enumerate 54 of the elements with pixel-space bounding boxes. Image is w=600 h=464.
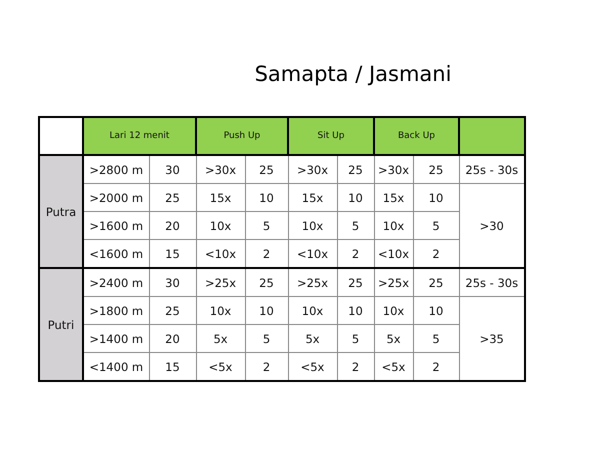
table-cell: >30x [288, 155, 337, 184]
table-cell: 20 [149, 212, 196, 240]
table-cell: >25x [374, 268, 413, 296]
table-cell: >30x [374, 155, 413, 184]
table-cell: 10 [337, 184, 374, 212]
table-cell: 20 [149, 324, 196, 352]
table-cell: 25 [245, 268, 288, 296]
table-cell: 25 [245, 155, 288, 184]
table-cell: 25s - 30s [459, 268, 525, 296]
table-cell: 5 [245, 212, 288, 240]
table-cell: 25 [413, 155, 459, 184]
table-cell: 5 [245, 324, 288, 352]
table-cell: 15x [374, 184, 413, 212]
table-cell: 10 [337, 296, 374, 324]
table-cell: 10x [288, 296, 337, 324]
table-cell: 25 [337, 155, 374, 184]
column-header: Back Up [374, 117, 459, 155]
table-cell: 10 [413, 184, 459, 212]
table-cell: >2400 m [83, 268, 149, 296]
table-cell: 30 [149, 155, 196, 184]
table-cell: 25 [337, 268, 374, 296]
table-cell: >2800 m [83, 155, 149, 184]
table-cell: 25 [149, 296, 196, 324]
table-cell: 10 [413, 296, 459, 324]
table-cell: 30 [149, 268, 196, 296]
title: Samapta / Jasmani [254, 62, 452, 86]
table-cell: >30x [196, 155, 245, 184]
row-header: Putri [39, 268, 83, 381]
table-cell: 10x [288, 212, 337, 240]
table-cell: 25 [149, 184, 196, 212]
column-header: Sit Up [288, 117, 374, 155]
table-cell: 5x [288, 324, 337, 352]
table-cell: >2000 m [83, 184, 149, 212]
row-header: Putra [39, 155, 83, 268]
table-cell: 5x [374, 324, 413, 352]
table-cell: 5 [337, 212, 374, 240]
table-cell: 10x [374, 296, 413, 324]
table-cell: 10x [374, 212, 413, 240]
table-cell: 10 [245, 296, 288, 324]
column-header: Lari 12 menit [83, 117, 196, 155]
table-cell: >25x [288, 268, 337, 296]
table-cell: >1800 m [83, 296, 149, 324]
table-cell: >1600 m [83, 212, 149, 240]
table-cell: >25x [196, 268, 245, 296]
table-cell: 5 [337, 324, 374, 352]
table-cell: 10x [196, 212, 245, 240]
table-cell: 5x [196, 324, 245, 352]
table-cell: 25 [413, 268, 459, 296]
table-cell: 10x [196, 296, 245, 324]
column-header: Push Up [196, 117, 288, 155]
table-cell: 15x [196, 184, 245, 212]
table-cell: 10 [245, 184, 288, 212]
table-cell: >1400 m [83, 324, 149, 352]
table-cell: 15x [288, 184, 337, 212]
